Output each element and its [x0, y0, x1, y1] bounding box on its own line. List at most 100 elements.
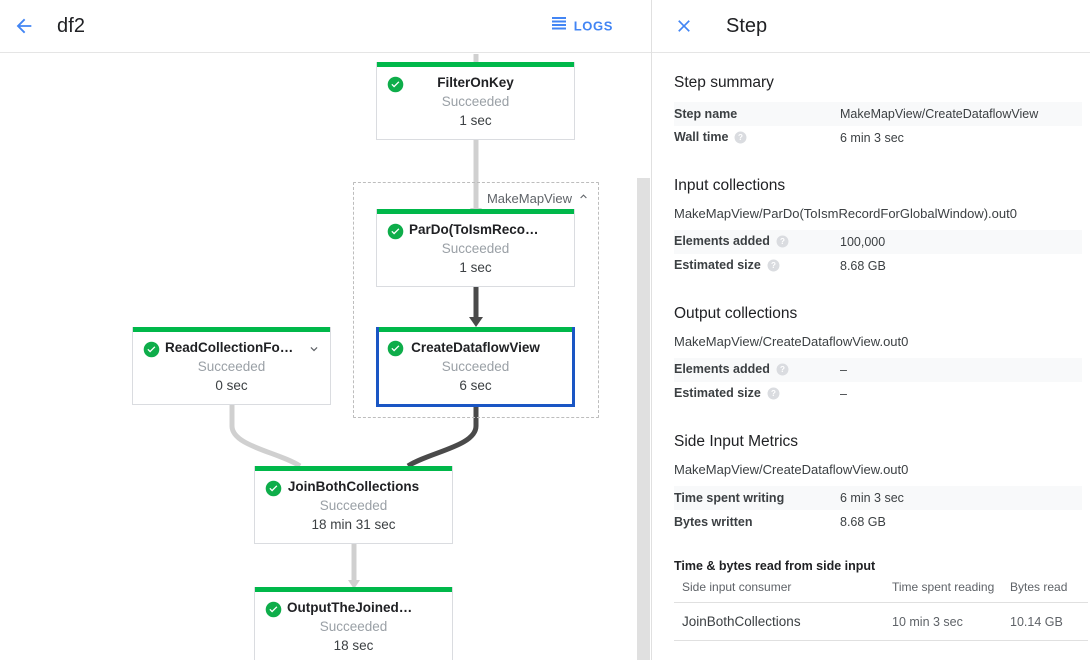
group-makemapview[interactable]: MakeMapView: [353, 182, 599, 418]
row-label: Time spent writing: [674, 486, 840, 510]
help-icon[interactable]: ?: [767, 259, 780, 275]
side-input-metrics-heading: Side Input Metrics: [674, 433, 799, 450]
help-icon[interactable]: ?: [776, 363, 789, 379]
input-collection-path: MakeMapView/ParDo(ToIsmRecordForGlobalWi…: [674, 206, 1017, 221]
table-row: Time spent writing 6 min 3 sec: [674, 486, 1082, 510]
step-details-pane: Step Step summary Step name MakeMapView/…: [652, 0, 1090, 660]
help-icon[interactable]: ?: [734, 131, 747, 147]
node-joinbothcollections[interactable]: JoinBothCollections Succeeded 18 min 31 …: [254, 466, 453, 544]
node-status-bar: [377, 209, 574, 214]
table-row: Elements added? 100,000: [674, 230, 1082, 254]
job-graph-pane: df2 LOGS: [0, 0, 652, 660]
node-duration: 18 min 31 sec: [311, 517, 396, 532]
table-row: Wall time? 6 min 3 sec: [674, 126, 1082, 150]
logs-button-label: LOGS: [573, 18, 613, 34]
node-status-bar: [255, 587, 452, 592]
node-body: ReadCollectionForJoin Succeeded 0 sec: [133, 332, 330, 404]
check-circle-icon: [387, 76, 404, 93]
output-collections-heading: Output collections: [674, 305, 798, 322]
side-input-metrics-table: Time spent writing 6 min 3 sec Bytes wri…: [674, 486, 1082, 534]
node-outputthejoinedcollection[interactable]: OutputTheJoinedCollec… Succeeded 18 sec: [254, 587, 453, 660]
table-row: Estimated size? 8.68 GB: [674, 254, 1082, 278]
node-createdataflowview[interactable]: CreateDataflowView Succeeded 6 sec: [376, 327, 575, 407]
step-panel-header: Step: [652, 0, 1090, 53]
svg-text:?: ?: [771, 389, 776, 398]
row-value: 100,000: [840, 230, 1082, 254]
check-circle-icon: [265, 480, 282, 497]
arrow-left-icon[interactable]: [12, 14, 36, 38]
table-header: Side input consumer Time spent reading B…: [674, 575, 1088, 603]
chevron-up-icon[interactable]: [577, 190, 590, 206]
group-label-text: MakeMapView: [486, 190, 572, 206]
row-label-text: Time spent writing: [674, 491, 785, 505]
node-status-bar: [377, 62, 574, 67]
group-label[interactable]: MakeMapView: [487, 190, 590, 206]
node-status: Succeeded: [319, 619, 388, 634]
step-panel-content: Step summary Step name MakeMapView/Creat…: [652, 53, 1090, 641]
node-status: Succeeded: [441, 94, 510, 109]
node-status-bar: [379, 327, 572, 332]
row-value: MakeMapView/CreateDataflowView: [840, 102, 1082, 126]
row-label: Bytes written: [674, 510, 840, 534]
table-header-row: Side input consumer Time spent reading B…: [674, 575, 1088, 603]
node-body: OutputTheJoinedCollec… Succeeded 18 sec: [255, 592, 452, 660]
node-status: Succeeded: [319, 498, 388, 513]
row-value: 6 min 3 sec: [840, 486, 1082, 510]
input-collections-heading: Input collections: [674, 177, 786, 194]
svg-text:?: ?: [780, 237, 785, 246]
node-readcollectionforjoin[interactable]: ReadCollectionForJoin Succeeded 0 sec: [132, 327, 331, 405]
svg-text:?: ?: [771, 261, 776, 270]
node-title: FilterOnKey: [437, 75, 514, 90]
cell-consumer: JoinBothCollections: [674, 602, 892, 641]
node-body: CreateDataflowView Succeeded 6 sec: [379, 332, 572, 404]
node-filteronkey[interactable]: FilterOnKey Succeeded 1 sec: [376, 62, 575, 140]
cell-bytes: 10.14 GB: [1010, 602, 1088, 641]
help-icon[interactable]: ?: [767, 387, 780, 403]
chevron-down-icon[interactable]: [307, 342, 321, 356]
row-value: 6 min 3 sec: [840, 131, 904, 145]
row-label-text: Elements added: [674, 361, 770, 376]
page-title: df2: [57, 14, 86, 37]
node-status: Succeeded: [441, 359, 510, 374]
node-pardo-toismrecord[interactable]: ParDo(ToIsmRecordFor… Succeeded 1 sec: [376, 209, 575, 287]
node-title: ParDo(ToIsmRecordFor…: [409, 222, 564, 237]
row-label: Elements added?: [674, 358, 840, 382]
logs-button[interactable]: LOGS: [549, 12, 615, 41]
node-duration: 0 sec: [215, 378, 248, 393]
table-row: Estimated size? –: [674, 382, 1082, 406]
column-header-time[interactable]: Time spent reading: [892, 575, 1010, 603]
row-label: Estimated size?: [674, 382, 840, 406]
output-collection-path: MakeMapView/CreateDataflowView.out0: [674, 334, 909, 349]
column-header-consumer[interactable]: Side input consumer: [674, 575, 892, 603]
table-row: Bytes written 8.68 GB: [674, 510, 1082, 534]
row-value: –: [840, 387, 847, 401]
row-label-text: Estimated size: [674, 257, 761, 272]
row-label-text: Step name: [674, 107, 738, 121]
output-collections-table: Elements added? – Estimated size? –: [674, 358, 1082, 406]
step-summary-heading: Step summary: [674, 74, 774, 91]
pipeline-graph-canvas[interactable]: MakeMapView FilterOnKey Succeeded 1 sec: [0, 54, 651, 660]
close-icon[interactable]: [672, 14, 696, 38]
check-circle-icon: [387, 340, 404, 357]
row-value: 8.68 GB: [840, 515, 886, 529]
table-row: Step name MakeMapView/CreateDataflowView: [674, 102, 1082, 126]
row-label-text: Wall time: [674, 129, 729, 144]
step-summary-table: Step name MakeMapView/CreateDataflowView…: [674, 102, 1082, 150]
row-value: 8.68 GB: [840, 259, 886, 273]
row-label-text: Bytes written: [674, 515, 753, 529]
row-value: –: [840, 358, 1082, 382]
node-duration: 6 sec: [459, 378, 492, 393]
help-icon[interactable]: ?: [776, 235, 789, 251]
side-input-table-title: Time & bytes read from side input: [674, 559, 876, 573]
graph-vertical-scrollbar[interactable]: [637, 178, 650, 660]
step-panel-title: Step: [726, 14, 768, 37]
table-body: JoinBothCollections 10 min 3 sec 10.14 G…: [674, 602, 1088, 641]
row-label-text: Estimated size: [674, 385, 761, 400]
job-header: df2 LOGS: [0, 0, 651, 53]
table-row[interactable]: JoinBothCollections 10 min 3 sec 10.14 G…: [674, 602, 1088, 641]
node-title: CreateDataflowView: [411, 340, 540, 355]
side-input-path: MakeMapView/CreateDataflowView.out0: [674, 462, 909, 477]
column-header-bytes[interactable]: Bytes read: [1010, 575, 1088, 603]
node-status-bar: [255, 466, 452, 471]
